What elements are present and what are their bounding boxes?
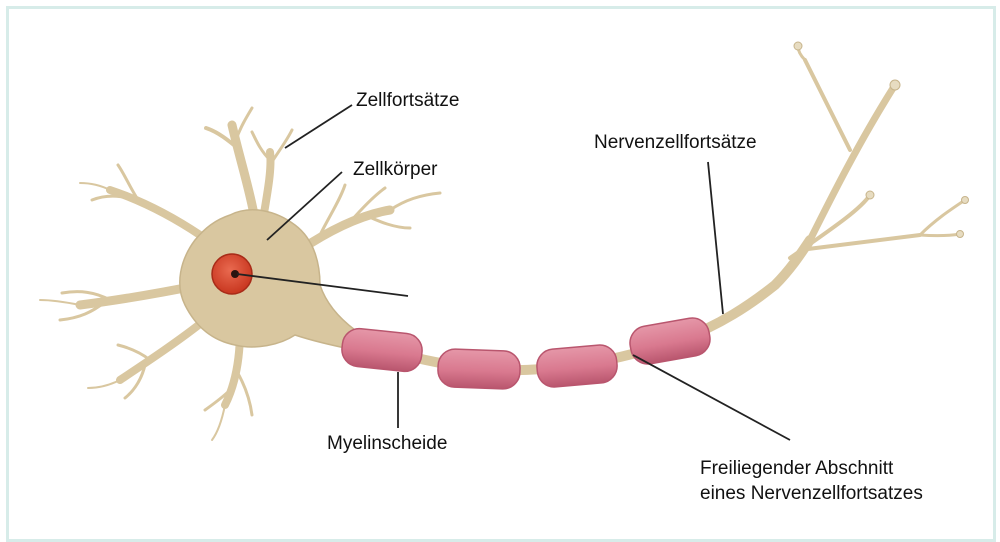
myelin-sheaths [340, 315, 712, 389]
label-zellfortsaetze: Zellfortsätze [356, 88, 459, 113]
myelin-segment [535, 344, 618, 389]
myelin-segment [340, 327, 424, 373]
label-freiliegender-line2: eines Nervenzellfortsatzes [700, 481, 923, 506]
axon-terminals [790, 46, 965, 258]
terminal-buttons [794, 42, 969, 238]
label-myelinscheide: Myelinscheide [327, 431, 447, 456]
myelin-segment [437, 349, 520, 390]
label-freiliegender-line1: Freiliegender Abschnitt [700, 456, 923, 481]
label-nervenzellfortsaetze: Nervenzellfortsätze [594, 130, 757, 155]
label-zellkoerper: Zellkörper [353, 157, 437, 182]
label-freiliegender-abschnitt: Freiliegender Abschnitt eines Nervenzell… [700, 456, 923, 506]
